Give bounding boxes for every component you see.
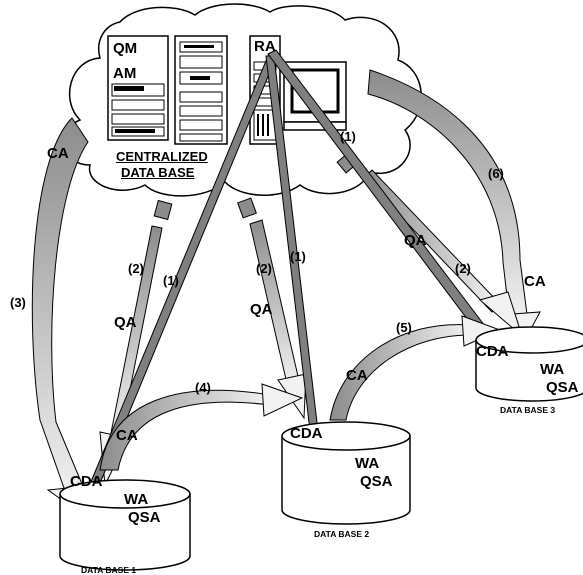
db3-qsa-label: QSA: [546, 380, 579, 395]
ca-arrow-3: [32, 118, 88, 505]
ca-label-5: CA: [346, 368, 368, 383]
ca-label-4: CA: [116, 428, 138, 443]
db3-caption: DATA BASE 3: [500, 406, 555, 415]
qa-arrow-to-db3: [364, 170, 500, 312]
qm-label: QM: [113, 41, 137, 56]
ca-label-3: CA: [47, 146, 69, 161]
step-2-db3-label: (2): [455, 262, 471, 275]
qa-label-db1: QA: [114, 315, 137, 330]
db1-caption: DATA BASE 1: [81, 566, 136, 575]
db2-caption: DATA BASE 2: [314, 530, 369, 539]
step-1-db1-label: (1): [163, 274, 179, 287]
ca-label-6: CA: [524, 274, 546, 289]
db2-cda-label: CDA: [290, 426, 323, 441]
data-base-caption: DATA BASE: [121, 166, 194, 179]
step-2-db2-label: (2): [256, 262, 272, 275]
qa-arrow-to-db2-dash: [238, 198, 257, 218]
qa-arrow-to-db1-dash: [154, 200, 172, 219]
server-tower: [175, 36, 227, 144]
db1-cda-label: CDA: [70, 474, 103, 489]
step-3-label: (3): [10, 296, 26, 309]
ra-label: RA: [254, 39, 276, 54]
db2-qsa-label: QSA: [360, 474, 393, 489]
step-1-db3-label: (1): [340, 130, 356, 143]
qa-label-db2: QA: [250, 302, 273, 317]
db2-wa-label: WA: [355, 456, 379, 471]
step-2-db1-label: (2): [128, 262, 144, 275]
step-4-label: (4): [195, 381, 211, 394]
qa-label-db3: QA: [404, 233, 427, 248]
step-1-db2-label: (1): [290, 250, 306, 263]
db1-wa-label: WA: [124, 492, 148, 507]
step-6-label: (6): [488, 167, 504, 180]
step-5-label: (5): [396, 321, 412, 334]
db3-wa-label: WA: [540, 362, 564, 377]
db1-qsa-label: QSA: [128, 510, 161, 525]
centralized-caption: CENTRALIZED: [116, 150, 208, 163]
am-label: AM: [113, 66, 136, 81]
db3-cda-label: CDA: [476, 344, 509, 359]
